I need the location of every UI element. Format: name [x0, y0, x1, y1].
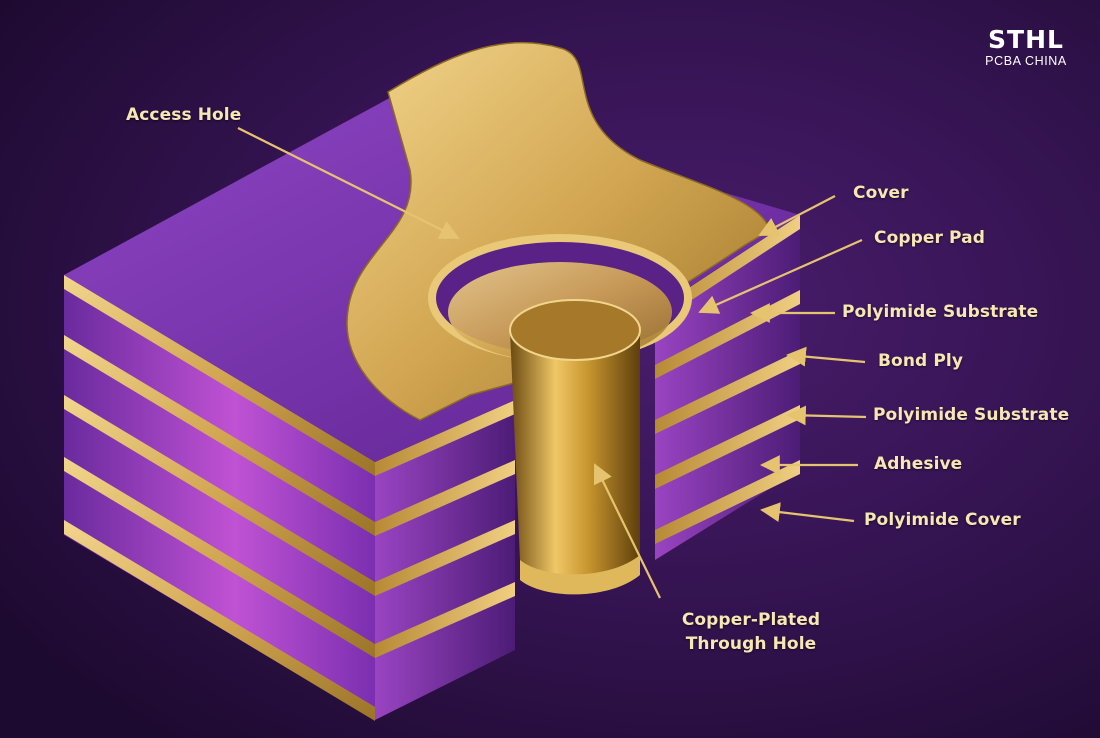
logo-mark: STHL: [978, 26, 1074, 54]
arrow-copper-pad: [700, 240, 862, 312]
arrow-polyimide-substrate-bottom: [788, 415, 866, 417]
label-access-hole: Access Hole: [126, 105, 241, 125]
logo-subtitle: PCBA CHINA: [978, 54, 1074, 68]
label-polyimide-cover: Polyimide Cover: [864, 510, 1021, 530]
label-adhesive: Adhesive: [874, 454, 962, 474]
arrow-polyimide-cover: [762, 510, 854, 521]
label-bond-ply: Bond Ply: [878, 351, 963, 371]
label-polyimide-substrate-bottom: Polyimide Substrate: [873, 405, 1069, 425]
label-plated-through-hole: Copper-Plated Through Hole: [676, 608, 826, 656]
arrow-bond-ply: [788, 355, 865, 362]
arrow-plated-through-hole: [595, 465, 660, 598]
arrow-cover: [760, 196, 835, 235]
brand-logo: STHL PCBA CHINA: [978, 26, 1074, 68]
label-cover: Cover: [853, 183, 909, 203]
arrow-access-hole: [238, 128, 458, 238]
label-polyimide-substrate-top: Polyimide Substrate: [842, 302, 1038, 322]
label-copper-pad: Copper Pad: [874, 228, 985, 248]
